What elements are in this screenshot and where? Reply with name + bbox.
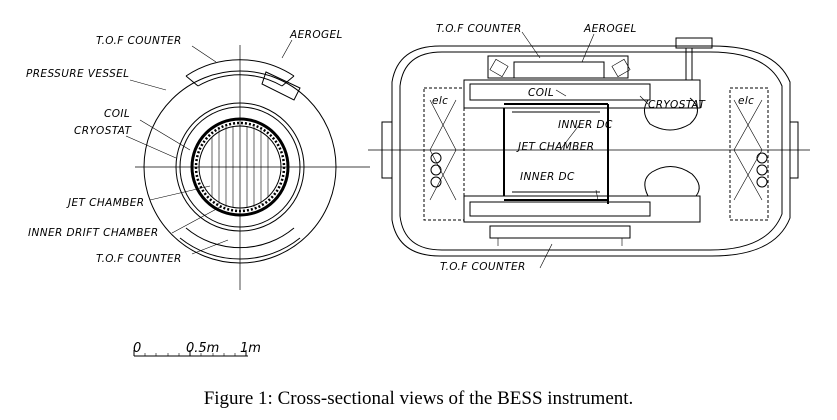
pressure-vessel-inner-wall — [399, 51, 783, 251]
pressure-vessel-longitudinal — [391, 45, 791, 257]
label-aerogel-left: AEROGEL — [289, 29, 343, 41]
tof-top-longitudinal — [487, 55, 629, 79]
right-electronics-bay — [729, 87, 769, 221]
tof-counter-bottom-outer — [179, 237, 301, 260]
scale-label-one: 1m — [240, 341, 261, 356]
coil-top-longitudinal — [469, 83, 651, 101]
inner-drift-chamber-ring — [194, 121, 286, 213]
jet-chamber-wires — [211, 126, 269, 208]
label-inner-dc-bottom: INNER DC — [520, 171, 575, 183]
transverse-view: T.O.F COUNTER AEROGEL PRESSURE VESSEL CO… — [26, 29, 370, 290]
figure-caption: Figure 1: Cross-sectional views of the B… — [203, 388, 634, 409]
label-jet-chamber-left: JET CHAMBER — [66, 197, 145, 209]
scale-bar: 0 0.5m 1m — [133, 341, 261, 357]
label-tof-counter-top: T.O.F COUNTER — [96, 35, 182, 47]
scale-label-half: 0.5m — [186, 341, 219, 356]
label-inner-dc-top: INNER DC — [558, 119, 613, 131]
label-pressure-vessel: PRESSURE VESSEL — [26, 68, 129, 80]
aerogel-box-right — [513, 61, 605, 79]
label-tof-counter-right-bottom: T.O.F COUNTER — [440, 261, 526, 273]
cryostat-inner-wall — [179, 106, 301, 228]
tof-counter-top-outer — [185, 59, 295, 77]
right-end-flange — [789, 121, 799, 179]
label-elc-left: elc — [432, 95, 448, 107]
tof-counter-top-inner — [197, 74, 283, 87]
cryostat-bottom-longitudinal — [463, 195, 701, 223]
label-aerogel-right: AEROGEL — [583, 23, 637, 35]
cryostat-bottom-lobe — [644, 166, 700, 197]
cryostat-top-lobe — [644, 97, 698, 131]
cryostat-outer-wall — [175, 102, 305, 232]
label-cryostat-left: CRYOSTAT — [74, 125, 132, 137]
label-coil-right: COIL — [528, 87, 554, 99]
top-port — [675, 37, 713, 49]
aerogel-box-left — [261, 71, 301, 101]
cryostat-top-longitudinal — [463, 79, 701, 109]
label-inner-drift-chamber: INNER DRIFT CHAMBER — [28, 227, 159, 239]
coil-ring — [190, 117, 290, 217]
scale-label-zero: 0 — [133, 341, 141, 356]
left-electronics-bay — [423, 87, 465, 221]
coil-bottom-longitudinal — [469, 201, 651, 217]
label-jet-chamber-right: JET CHAMBER — [516, 141, 595, 153]
pressure-vessel-outer — [143, 70, 337, 264]
scale-bar-ticks — [133, 350, 247, 356]
label-cryostat-right: CRYOSTAT — [648, 99, 706, 111]
label-tof-counter-right-top: T.O.F COUNTER — [436, 23, 522, 35]
label-elc-right: elc — [738, 95, 754, 107]
label-coil-left: COIL — [104, 108, 130, 120]
tof-bottom-longitudinal — [489, 225, 631, 239]
longitudinal-view: elc elc — [368, 23, 810, 273]
label-tof-counter-bottom-left: T.O.F COUNTER — [96, 253, 182, 265]
jet-chamber-boundary — [198, 125, 282, 209]
left-end-flange — [381, 121, 393, 179]
tof-counter-bottom-inner — [185, 227, 295, 249]
